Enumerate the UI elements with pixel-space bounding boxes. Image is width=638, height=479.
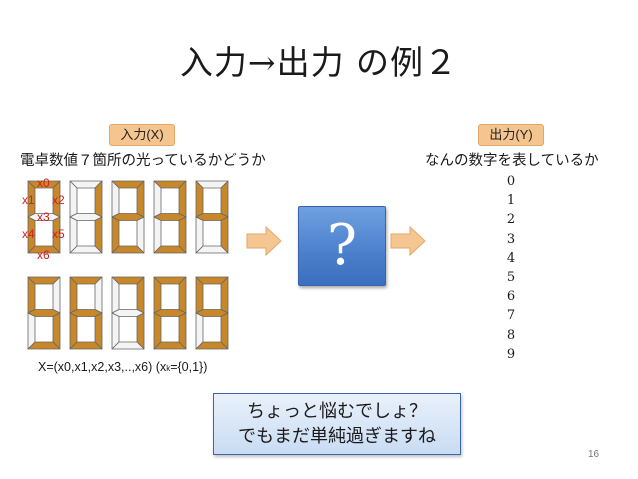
digit-9 — [195, 276, 229, 350]
page-number: 16 — [588, 449, 600, 460]
segment-x2 — [220, 180, 229, 218]
note-line-1: ちょっと悩むでしょ？ — [247, 401, 427, 422]
segment-x2 — [136, 180, 145, 218]
output-value: 6 — [506, 289, 516, 305]
output-value: 9 — [506, 346, 516, 362]
segment-x1 — [69, 180, 78, 218]
output-value: 2 — [506, 212, 516, 228]
segment-label-x1: x1 — [22, 193, 35, 207]
digit-2 — [111, 180, 145, 254]
segment-x6 — [195, 341, 229, 350]
input-label: 入力(X) — [109, 124, 175, 146]
segment-x6 — [195, 245, 229, 254]
segment-label-x2: x2 — [52, 193, 65, 207]
output-value: 7 — [506, 308, 516, 324]
segment-label-x0: x0 — [37, 176, 50, 190]
segment-x6 — [111, 245, 145, 254]
segment-x6 — [69, 341, 103, 350]
segment-x2 — [178, 180, 187, 218]
segment-x1 — [195, 276, 204, 314]
segment-x2 — [94, 180, 103, 218]
question-mark: ? — [326, 213, 358, 278]
digit-6 — [69, 276, 103, 350]
slide-title: 入力→出力 の例２ — [179, 43, 459, 82]
segment-x1 — [111, 180, 120, 218]
digit-8 — [153, 276, 187, 350]
input-description: 電卓数値７箇所の光っているかどうか — [20, 153, 266, 169]
seven-segment-digits: x0 x1 x2 x3 x4 x5 x6 — [22, 176, 229, 350]
segment-x2 — [136, 276, 145, 314]
segment-x6 — [111, 341, 145, 350]
formula-sub-index: k — [166, 364, 171, 373]
segment-label-x4: x4 — [22, 227, 35, 241]
segment-label-x3: x3 — [37, 210, 50, 224]
unknown-function-box: ? — [298, 206, 386, 286]
note-line-2: でもまだ単純過ぎますね — [238, 426, 436, 447]
digit-3 — [153, 180, 187, 254]
output-value: 3 — [506, 231, 516, 247]
digit-5 — [27, 276, 61, 350]
segment-x1 — [27, 276, 36, 314]
formula-sub-prefix: (x — [155, 360, 167, 374]
segment-x1 — [111, 276, 120, 314]
formula-main: X=(x0,x1,x2,x3,..,x6) — [38, 360, 153, 374]
digit-1 — [69, 180, 103, 254]
output-value: 4 — [506, 250, 516, 266]
output-value: 8 — [506, 327, 516, 343]
segment-x1 — [69, 276, 78, 314]
segment-label-x6: x6 — [37, 248, 50, 262]
output-description: なんの数字を表しているか — [425, 153, 599, 169]
output-value: 5 — [506, 270, 516, 286]
segment-x2 — [178, 276, 187, 314]
segment-x6 — [27, 245, 61, 254]
digit-7 — [111, 276, 145, 350]
output-value: 0 — [506, 174, 516, 189]
right-arrow-icon — [246, 226, 282, 256]
segment-x6 — [153, 245, 187, 254]
segment-label-x5: x5 — [52, 227, 65, 241]
input-formula: X=(x0,x1,x2,x3,..,x6) (xk={0,1}) — [38, 360, 207, 374]
segment-x1 — [153, 276, 162, 314]
output-values-list: 0 1 2 3 4 5 6 7 8 9 — [496, 172, 526, 364]
segment-x2 — [52, 276, 61, 314]
segment-x6 — [27, 341, 61, 350]
segment-x2 — [220, 276, 229, 314]
note-box: ちょっと悩むでしょ？ でもまだ単純過ぎますね — [213, 393, 461, 455]
segment-x6 — [153, 341, 187, 350]
segment-x6 — [69, 245, 103, 254]
digit-0 — [27, 180, 61, 254]
formula-sub-suffix: ={0,1}) — [170, 360, 208, 374]
segment-x1 — [195, 180, 204, 218]
right-arrow-icon — [390, 226, 426, 256]
segment-x1 — [153, 180, 162, 218]
segment-x2 — [94, 276, 103, 314]
output-value: 1 — [506, 193, 516, 209]
output-label: 出力(Y) — [478, 124, 544, 146]
digit-4 — [195, 180, 229, 254]
